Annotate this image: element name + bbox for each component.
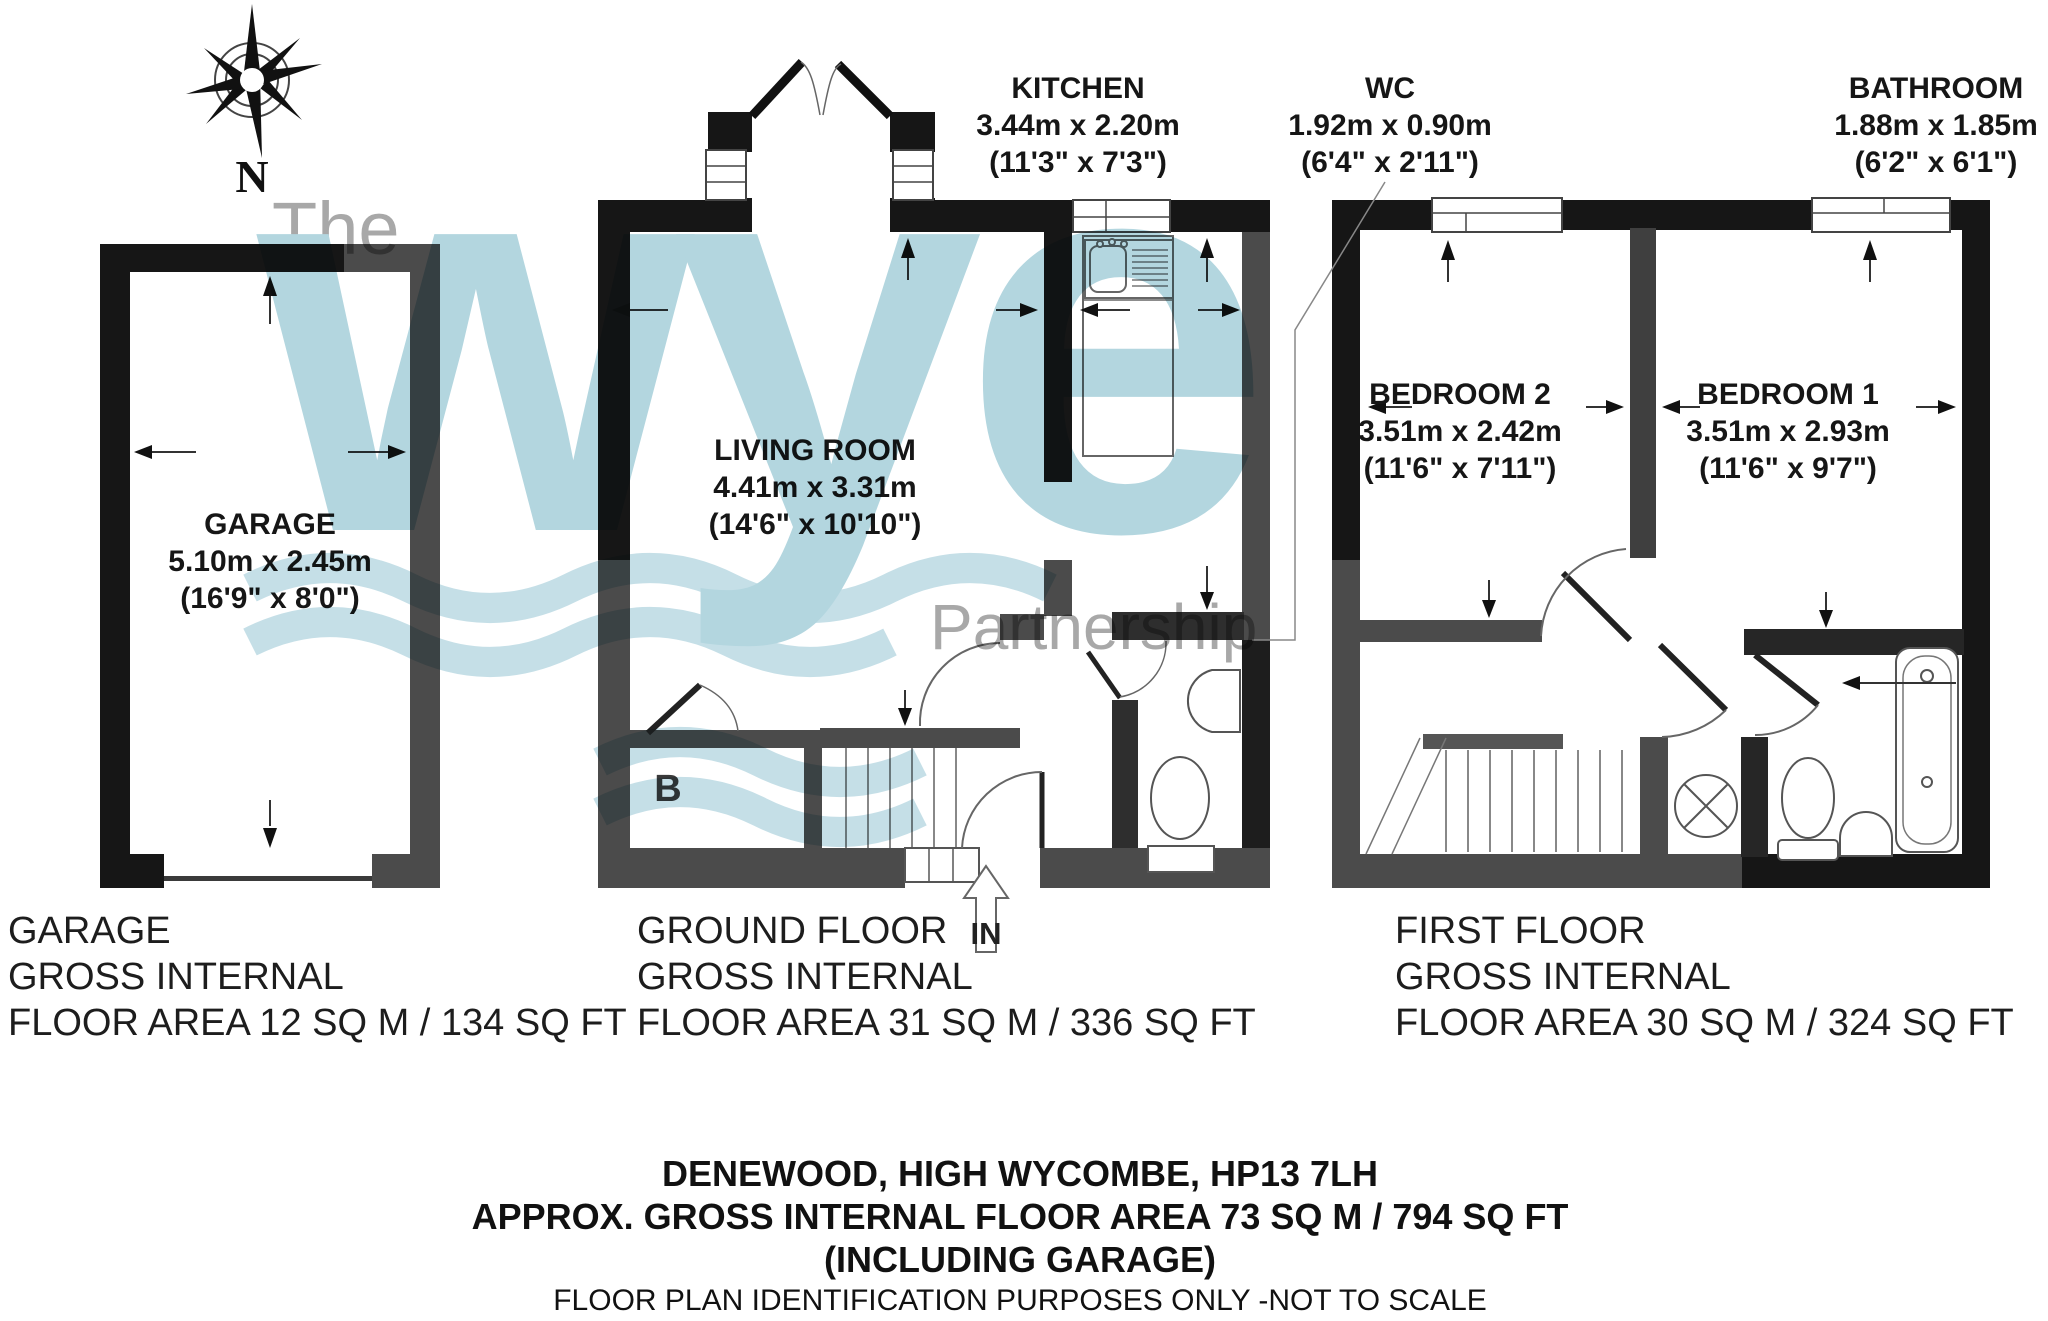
bedroom2-imperial: (11'6" x 7'11") [1363, 452, 1557, 485]
bathtub [1895, 647, 1959, 853]
first-area-line3: FLOOR AREA 30 SQ M / 324 SQ FT [1395, 1002, 2014, 1044]
first-floor-stairs [1365, 734, 1623, 855]
ground-area-block: GROUND FLOOR GROSS INTERNAL FLOOR AREA 3… [637, 908, 1256, 1046]
kitchen-window [1072, 199, 1171, 233]
kitchen-name: KITCHEN [1011, 72, 1145, 105]
garage-area-line2: GROSS INTERNAL [8, 956, 344, 998]
hall-door-arc [918, 642, 1001, 727]
patio-doors [705, 58, 935, 232]
garage-dim-arrows [150, 296, 390, 826]
cupboard-icon [1674, 774, 1738, 838]
kitchen-imperial: (11'3" x 7'3") [989, 146, 1167, 179]
first-floor-doors [1540, 548, 1820, 738]
living-room-name: LIVING ROOM [714, 434, 916, 467]
ground-area-line3: FLOOR AREA 31 SQ M / 336 SQ FT [637, 1002, 1256, 1044]
entrance-in-label: IN [970, 916, 1002, 951]
footer-including: (INCLUDING GARAGE) [824, 1239, 1216, 1280]
wc-room [1085, 612, 1244, 873]
garage-room-label: GARAGE 5.10m x 2.45m (16'9" x 8'0") [168, 506, 371, 617]
garage-area-line1: GARAGE [8, 910, 171, 952]
wc-metric: 1.92m x 0.90m [1288, 109, 1492, 142]
wc-name: WC [1365, 72, 1415, 105]
bedroom1-imperial: (11'6" x 9'7") [1699, 452, 1877, 485]
living-room-imperial: (14'6" x 10'10") [708, 508, 922, 541]
ground-area-line1: GROUND FLOOR [637, 910, 948, 952]
wc-label: WC 1.92m x 0.90m (6'4" x 2'11") [1288, 70, 1491, 181]
kitchen-label: KITCHEN 3.44m x 2.20m (11'3" x 7'3") [976, 70, 1179, 181]
bedroom1-name: BEDROOM 1 [1697, 378, 1879, 411]
footer-address-block: DENEWOOD, HIGH WYCOMBE, HP13 7LH APPROX.… [472, 1152, 1569, 1321]
ground-area-line2: GROSS INTERNAL [637, 956, 973, 998]
kitchen-sink [1082, 235, 1174, 457]
garage-name: GARAGE [204, 508, 336, 541]
bedroom2-metric: 3.51m x 2.42m [1358, 415, 1562, 448]
living-room-metric: 4.41m x 3.31m [713, 471, 917, 504]
ground-dim-arrows [628, 256, 1224, 710]
entrance-door [961, 770, 1045, 849]
bathroom-label: BATHROOM 1.88m x 1.85m (6'2" x 6'1") [1834, 70, 2037, 181]
garage-area-line3: FLOOR AREA 12 SQ M / 134 SQ FT [8, 1002, 627, 1044]
bathroom-imperial: (6'2" x 6'1") [1854, 146, 2018, 179]
compass-rose-icon [186, 4, 322, 158]
bedroom2-window [1431, 197, 1563, 233]
kitchen-metric: 3.44m x 2.20m [976, 109, 1180, 142]
first-area-line1: FIRST FLOOR [1395, 910, 1646, 952]
bedroom1-metric: 3.51m x 2.93m [1686, 415, 1890, 448]
bathroom-toilet [1777, 757, 1839, 861]
bathroom-basin [1839, 811, 1893, 857]
wc-basin [1186, 669, 1241, 733]
wc-toilet [1150, 756, 1210, 840]
footer-area: APPROX. GROSS INTERNAL FLOOR AREA 73 SQ … [471, 1196, 1569, 1237]
in-arrow-icon [962, 864, 1010, 953]
living-room-label: LIVING ROOM 4.41m x 3.31m (14'6" x 10'10… [709, 432, 922, 543]
footer-disclaimer: FLOOR PLAN IDENTIFICATION PURPOSES ONLY … [553, 1284, 1487, 1317]
first-floor-plan [1252, 181, 1990, 888]
wc-imperial: (6'4" x 2'11") [1301, 146, 1479, 179]
bedroom2-name: BEDROOM 2 [1369, 378, 1551, 411]
wc-leader-line [1252, 181, 1386, 641]
bedroom1-window [1811, 197, 1951, 233]
bedroom-partition [1630, 228, 1656, 558]
garage-imperial: (16'9" x 8'0") [180, 582, 360, 615]
bathroom-metric: 1.88m x 1.85m [1834, 109, 2038, 142]
first-area-block: FIRST FLOOR GROSS INTERNAL FLOOR AREA 30… [1395, 908, 2014, 1046]
first-dim-arrows [1384, 258, 1956, 684]
garage-area-block: GARAGE GROSS INTERNAL FLOOR AREA 12 SQ M… [8, 908, 627, 1046]
first-area-line2: GROSS INTERNAL [1395, 956, 1731, 998]
compass-n-label: N [235, 151, 269, 202]
footer-address: DENEWOOD, HIGH WYCOMBE, HP13 7LH [661, 1153, 1379, 1194]
garage-metric: 5.10m x 2.45m [168, 545, 372, 578]
bedroom2-label: BEDROOM 2 3.51m x 2.42m (11'6" x 7'11") [1358, 376, 1561, 487]
store-b-label: B [654, 768, 682, 810]
bathroom-name: BATHROOM [1848, 72, 2024, 105]
garage-door [164, 876, 372, 881]
bedroom1-label: BEDROOM 1 3.51m x 2.93m (11'6" x 9'7") [1686, 376, 1889, 487]
ground-floor-plan [598, 58, 1270, 953]
